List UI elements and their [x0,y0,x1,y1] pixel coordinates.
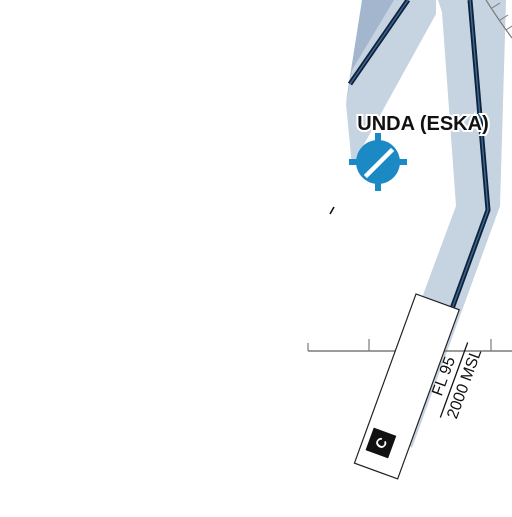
airspace-altitude-box: C [353,293,460,480]
compass-arc [485,0,512,39]
airspace-class-badge [365,427,397,459]
airspace-wedge-top [346,0,400,102]
airport-name-label: UNDA (ESKA) [357,113,488,135]
map-tick-mark [329,206,335,215]
airspace-band-left [346,0,436,166]
airport-symbol-icon[interactable] [349,133,407,191]
airspace-limit-divider [439,342,469,418]
